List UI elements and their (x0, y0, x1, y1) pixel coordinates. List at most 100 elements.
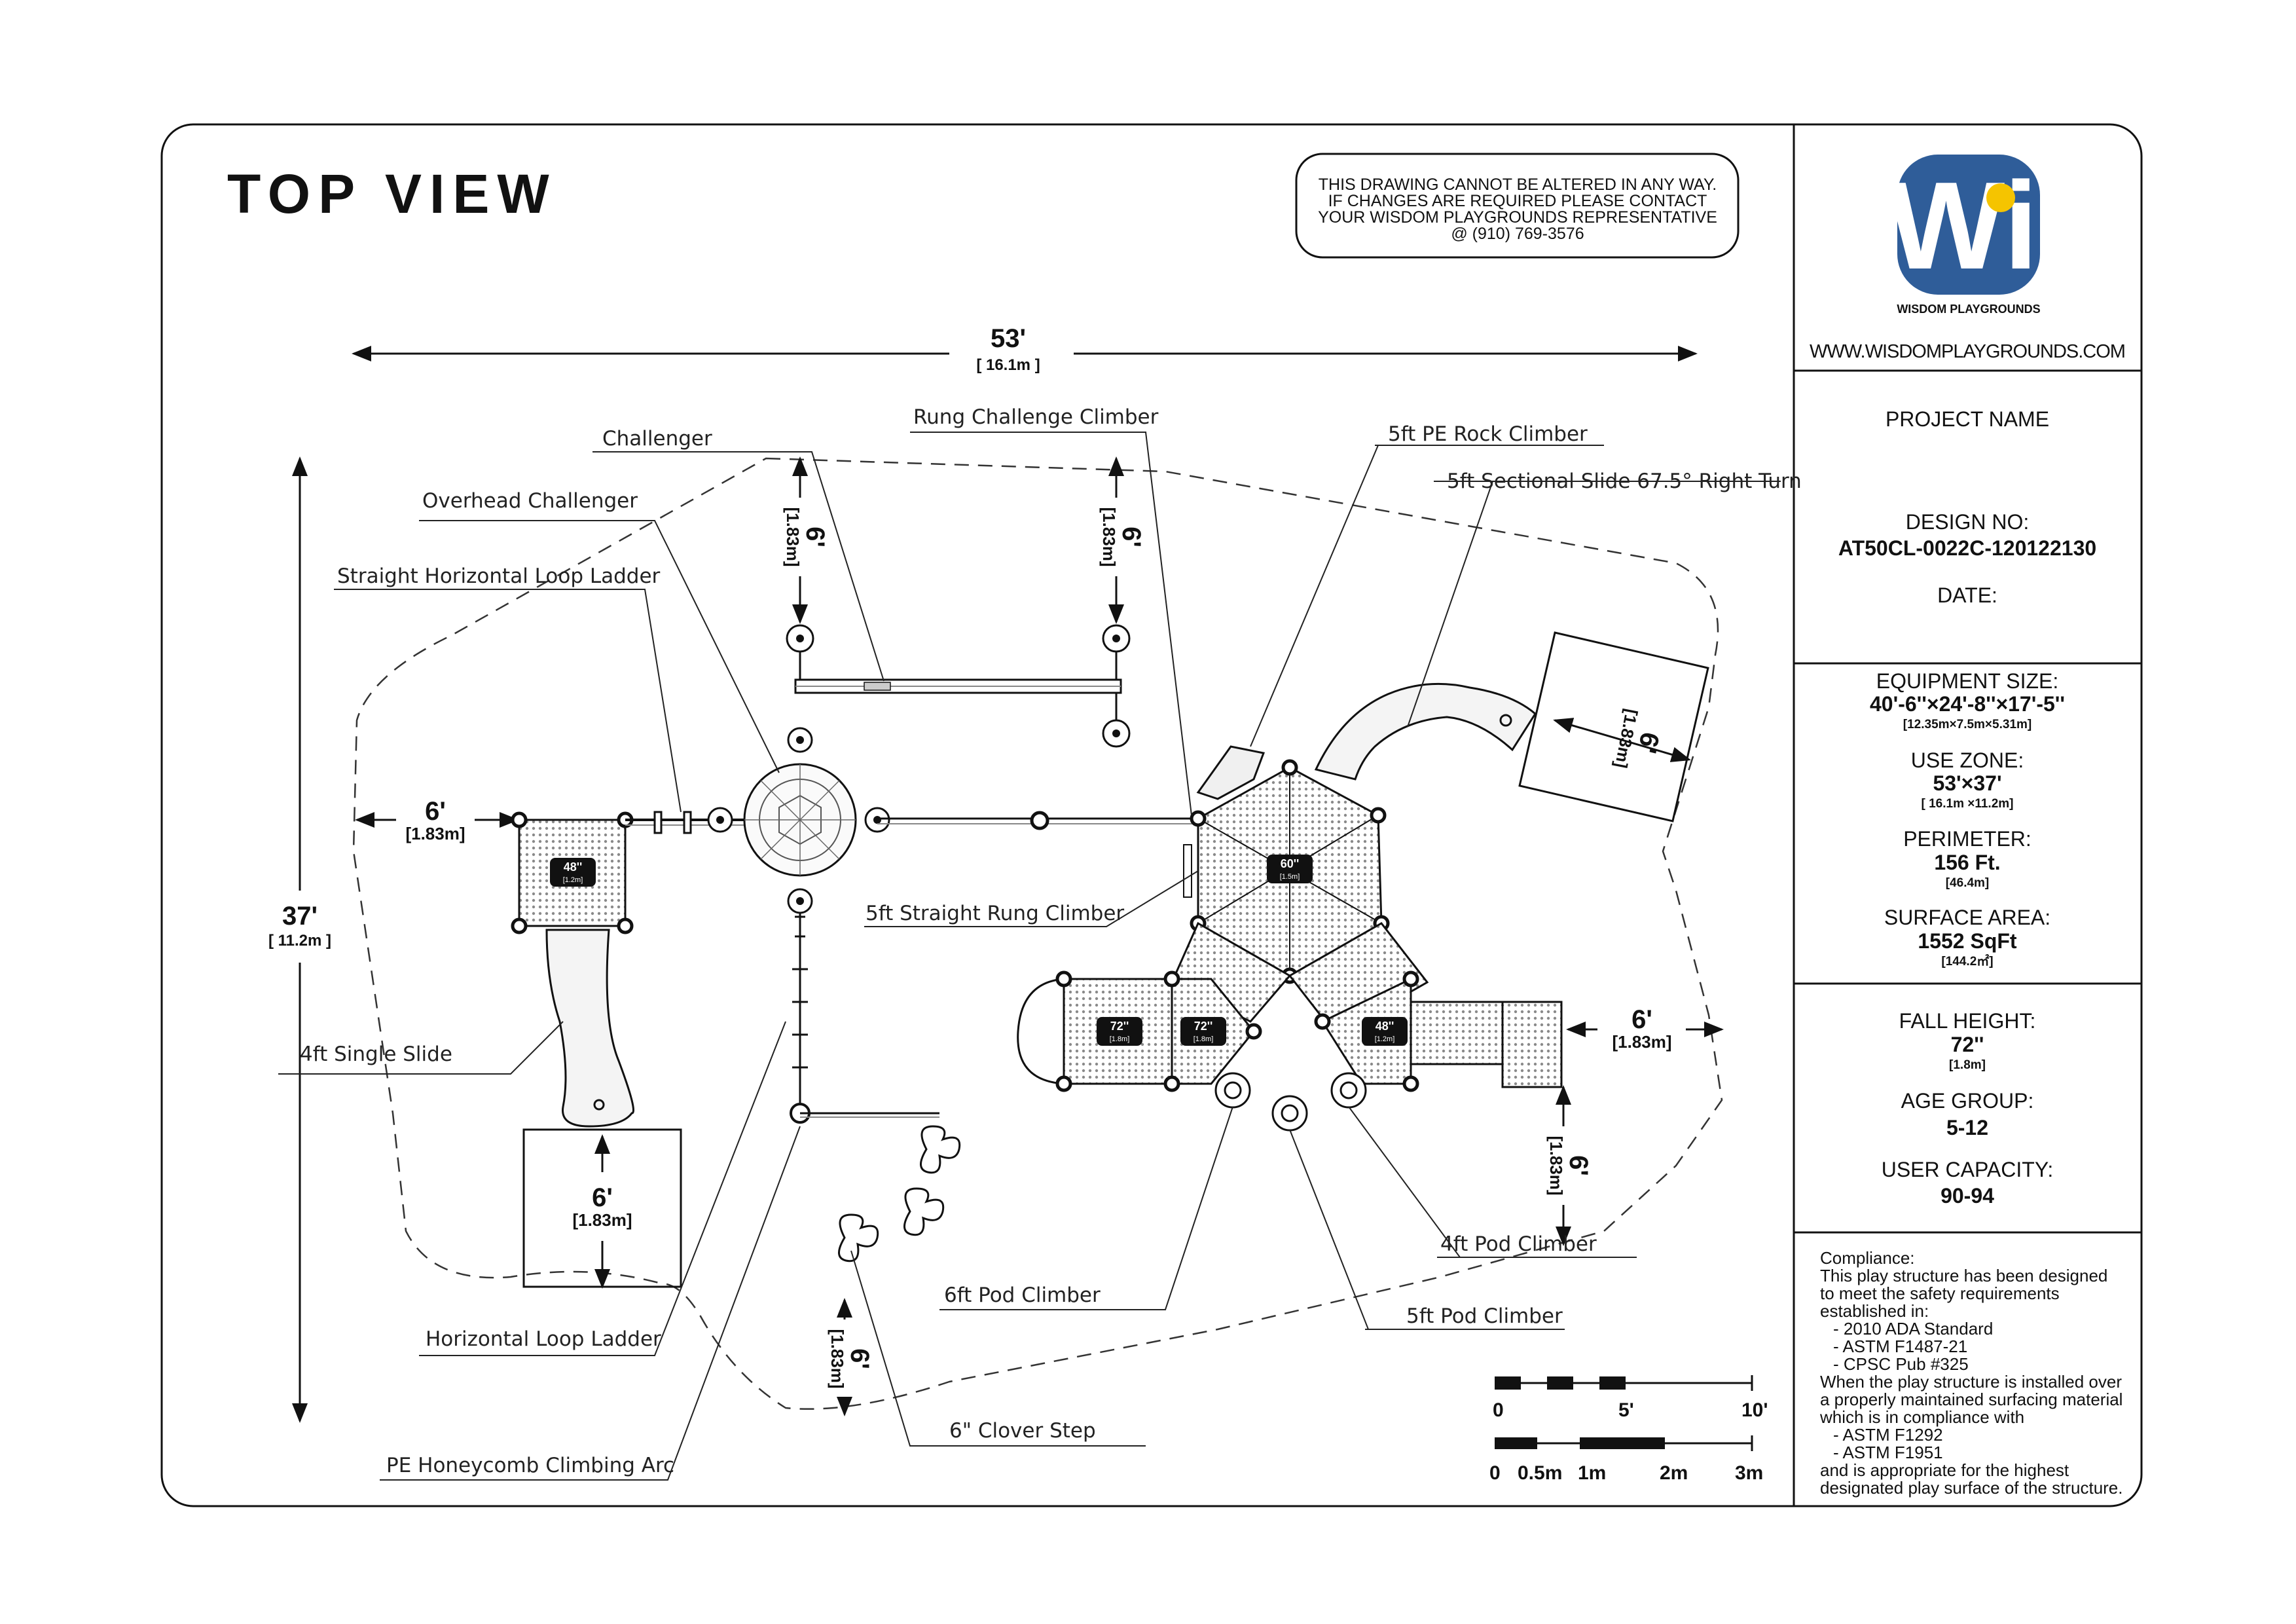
svg-text:[1.8m]: [1.8m] (1110, 1035, 1130, 1043)
compliance-line: - 2010 ADA Standard (1833, 1319, 1993, 1338)
label-challenger: Challenger (602, 427, 712, 451)
compliance-line: - ASTM F1951 (1833, 1443, 1943, 1462)
svg-text:[1.83m]: [1.83m] (572, 1210, 632, 1230)
svg-text:3m: 3m (1735, 1462, 1763, 1484)
compliance-line: - ASTM F1487-21 (1833, 1337, 1967, 1356)
clearance-clover-step: 6' [1.83m] (828, 1298, 874, 1416)
fall-height-label: FALL HEIGHT: (1899, 1009, 2036, 1033)
svg-text:0.5m: 0.5m (1518, 1462, 1562, 1484)
svg-text:60'': 60'' (1281, 857, 1300, 870)
compliance-notes: Compliance: This play structure has been… (1819, 1248, 2123, 1498)
age-group-label: AGE GROUP: (1901, 1089, 2034, 1113)
compliance-line: - ASTM F1292 (1833, 1425, 1943, 1445)
svg-text:48'': 48'' (1376, 1020, 1394, 1033)
logo-name: WISDOM PLAYGROUNDS (1897, 303, 2040, 316)
svg-text:[1.83m]: [1.83m] (1099, 507, 1119, 566)
use-zone-label: USE ZONE: (1911, 748, 2024, 772)
scale-bar-feet: 0 5' 10' (1493, 1375, 1768, 1421)
deck-height-badge: 72'' [1.8m] (1180, 1017, 1226, 1046)
compliance-line: This play structure has been designed (1820, 1266, 2107, 1285)
user-capacity: 90-94 (1941, 1184, 1994, 1208)
page-title: TOP VIEW (227, 163, 557, 225)
perimeter-label: PERIMETER: (1903, 827, 2032, 851)
svg-text:6': 6' (845, 1348, 874, 1369)
notice-line-1: THIS DRAWING CANNOT BE ALTERED IN ANY WA… (1319, 175, 1717, 194)
notice-line-4: @ (910) 769-3576 (1451, 225, 1584, 243)
label-single-slide: 4ft Single Slide (300, 1043, 452, 1066)
label-sectional-slide: 5ft Sectional Slide 67.5° Right Turn (1447, 470, 1802, 493)
equipment-size-label: EQUIPMENT SIZE: (1876, 669, 2059, 693)
svg-text:10': 10' (1741, 1399, 1768, 1421)
equipment-size: 40'-6''×24'-8''×17'-5'' (1870, 692, 2065, 716)
logo-dot-icon (1986, 183, 2015, 212)
perimeter-m: [46.4m] (1946, 876, 1990, 890)
svg-text:6': 6' (1117, 526, 1146, 547)
compliance-line: a properly maintained surfacing material (1820, 1390, 2123, 1409)
design-no: AT50CL-0022C-120122130 (1838, 536, 2096, 560)
slide-exit-zone-right (1518, 631, 1709, 822)
deck-height-badge: 48'' [1.2m] (550, 858, 596, 887)
svg-text:0: 0 (1489, 1462, 1501, 1484)
sectional-slide-right (1314, 682, 1537, 781)
compliance-line: established in: (1820, 1301, 1929, 1321)
perimeter: 156 Ft. (1934, 851, 2000, 874)
label-4ft-pod-climber: 4ft Pod Climber (1440, 1232, 1597, 1256)
svg-text:5': 5' (1618, 1399, 1634, 1421)
notice-line-2: IF CHANGES ARE REQUIRED PLEASE CONTACT (1328, 192, 1707, 210)
notice-line-3: YOUR WISDOM PLAYGROUNDS REPRESENTATIVE (1318, 208, 1717, 227)
deck-72-pair (1017, 970, 1262, 1092)
svg-text:0: 0 (1493, 1399, 1504, 1421)
dome-posts (707, 727, 890, 914)
width-m: [ 16.1m ] (976, 356, 1040, 374)
slide-exit-zone-left (522, 1128, 682, 1288)
equipment-size-m: [12.35m×7.5m×5.31m] (1903, 718, 2032, 731)
svg-text:[1.83m]: [1.83m] (1612, 1032, 1671, 1052)
label-straight-rung-climber: 5ft Straight Rung Climber (866, 902, 1124, 925)
compliance-line: designated play surface of the structure… (1820, 1478, 2123, 1498)
svg-text:[1.8m]: [1.8m] (1194, 1035, 1214, 1043)
clearance-left: 6' [1.83m] (355, 797, 519, 843)
svg-text:[1.2m]: [1.2m] (563, 876, 583, 884)
clearance-top-right: 6' [1.83m] (1099, 456, 1146, 624)
label-6ft-pod-climber: 6ft Pod Climber (944, 1283, 1101, 1307)
svg-text:[1.2m]: [1.2m] (1375, 1035, 1395, 1043)
svg-text:72'': 72'' (1110, 1020, 1129, 1033)
website[interactable]: WWW.WISDOMPLAYGROUNDS.COM (1810, 341, 2126, 362)
svg-text:6': 6' (1631, 1005, 1652, 1034)
svg-text:[1.83m]: [1.83m] (1546, 1135, 1566, 1195)
depth-ft: 37' (282, 902, 318, 931)
use-zone: 53'×37' (1933, 771, 2001, 795)
scale-bar-metric: 0 0.5m 1m 2m 3m (1489, 1435, 1763, 1484)
svg-text:[1.83m]: [1.83m] (405, 824, 465, 843)
svg-text:1m: 1m (1578, 1462, 1606, 1484)
clearance-slide-bottom: 6' [1.83m] (572, 1134, 632, 1289)
svg-text:[1.5m]: [1.5m] (1280, 873, 1300, 881)
width-ft: 53' (991, 324, 1026, 353)
compliance-line: When the play structure is installed ove… (1820, 1372, 2122, 1392)
pod-climber-icon (1214, 1072, 1367, 1132)
deck-height-badge: 72'' [1.8m] (1097, 1017, 1142, 1046)
compliance-line: and is appropriate for the highest (1820, 1460, 2069, 1480)
svg-text:48'': 48'' (564, 860, 583, 874)
notice-box: THIS DRAWING CANNOT BE ALTERED IN ANY WA… (1295, 153, 1740, 259)
use-zone-outline (352, 457, 1723, 1410)
label-clover-step: 6" Clover Step (949, 1419, 1096, 1443)
depth-m: [ 11.2m ] (268, 932, 331, 950)
rock-climber (1196, 745, 1266, 800)
label-honeycomb-arc: PE Honeycomb Climbing Arc (386, 1454, 674, 1477)
width-dimension: 53' [ 16.1m ] (352, 324, 1698, 374)
clearance-top-left: 6' [1.83m] (783, 456, 829, 624)
clearance-slide-right: 6' [1.83m] (1611, 707, 1664, 769)
sheet-border (160, 123, 2143, 1507)
depth-dimension: 37' [ 11.2m ] (268, 456, 331, 1423)
svg-text:6': 6' (592, 1183, 613, 1212)
user-capacity-label: USER CAPACITY: (1882, 1158, 2054, 1181)
clover-step-icon (838, 1125, 961, 1263)
single-slide-left (545, 929, 634, 1128)
label-5ft-pod-climber: 5ft Pod Climber (1406, 1304, 1563, 1328)
svg-text:[1.83m]: [1.83m] (783, 507, 803, 566)
label-rung-challenge-climber: Rung Challenge Climber (913, 405, 1159, 429)
compliance-line: to meet the safety requirements (1820, 1283, 2060, 1303)
age-group: 5-12 (1946, 1116, 1988, 1139)
